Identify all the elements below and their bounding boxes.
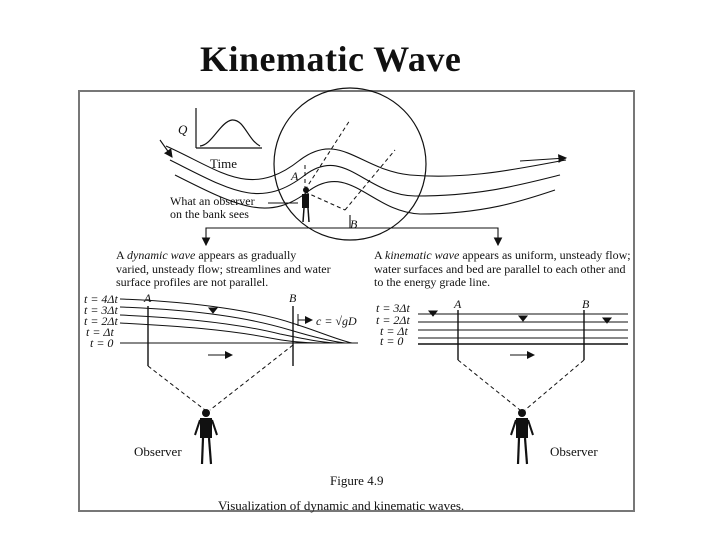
top-sightlines: [304, 119, 396, 211]
dynamic-wave-term: dynamic wave: [127, 248, 196, 262]
kinematic-time-label: t = 3Δt: [376, 301, 410, 315]
hydrograph-inset: Q Time: [178, 108, 262, 171]
kinematic-time-labels: t = 3Δt t = 2Δt t = Δt t = 0: [376, 301, 410, 348]
dynamic-time-label: t = 3Δt: [84, 303, 118, 317]
left-observer-label: Observer: [134, 444, 182, 459]
dynamic-time-label: t = 4Δt: [84, 292, 118, 306]
kinematic-point-a-label: A: [453, 297, 462, 311]
dynamic-point-b-label: B: [289, 291, 297, 305]
celerity-label: c = √gD: [316, 314, 357, 328]
dynamic-time-label: t = 0: [90, 336, 113, 350]
top-observer-figure: [302, 187, 310, 223]
kinematic-time-label: t = 0: [380, 334, 403, 348]
kinematic-time-label: t = Δt: [380, 324, 408, 338]
left-observer-figure: [194, 409, 218, 465]
hydrograph-time-label: Time: [210, 156, 237, 171]
figure-number: Figure 4.9: [330, 473, 384, 488]
dynamic-wave-panel: [119, 298, 358, 411]
kinematic-wave-description: A kinematic wave appears as uniform, uns…: [374, 248, 631, 289]
top-point-b-label: B: [350, 217, 358, 231]
dynamic-time-label: t = 2Δt: [84, 314, 118, 328]
top-point-a-label: A: [290, 169, 299, 183]
hydrograph-q-label: Q: [178, 122, 188, 137]
kinematic-time-label: t = 2Δt: [376, 313, 410, 327]
right-observer-label: Observer: [550, 444, 598, 459]
observer-note-line1: What an observer: [170, 194, 255, 208]
branch-arrows: [201, 215, 503, 247]
observer-note-line2: on the bank sees: [170, 207, 249, 221]
kinematic-wave-term: kinematic wave: [385, 248, 460, 262]
channel-streamlines: [159, 139, 568, 215]
dynamic-time-label: t = Δt: [86, 325, 114, 339]
figure-caption: Visualization of dynamic and kinematic w…: [218, 498, 465, 513]
slide-title: Kinematic Wave: [200, 39, 462, 79]
dynamic-wave-description: A dynamic wave appears as gradually vari…: [116, 248, 331, 289]
observer-view-circle: [273, 87, 427, 241]
dynamic-time-labels: t = 4Δt t = 3Δt t = 2Δt t = Δt t = 0: [84, 292, 118, 350]
kinematic-point-b-label: B: [582, 297, 590, 311]
dynamic-point-a-label: A: [143, 291, 152, 305]
kinematic-wave-panel: [418, 310, 628, 411]
right-observer-figure: [510, 409, 534, 465]
